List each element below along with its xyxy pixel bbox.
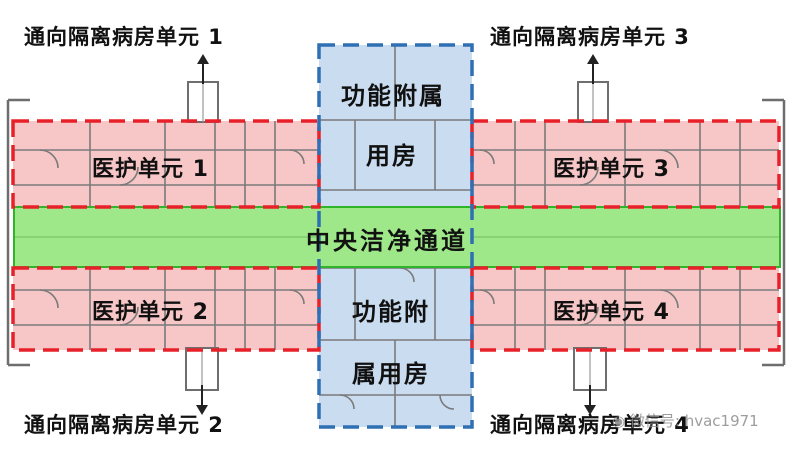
arrow-head-ward-4 (584, 405, 596, 415)
wechat-icon: ◉ (612, 412, 626, 430)
label-care-unit-2: 医护单元 2 (92, 300, 209, 325)
care-zone-bottom-left (13, 268, 319, 350)
label-function-top-line1: 功能附属 (341, 82, 445, 110)
right-wing-walls (472, 121, 779, 350)
watermark-text: 微信号: hvac1971 (629, 412, 759, 430)
label-care-unit-4: 医护单元 4 (553, 300, 670, 325)
watermark: ◉ 微信号: hvac1971 (612, 410, 759, 431)
label-function-bottom-line2: 属用房 (352, 360, 430, 388)
label-function-bottom-line1: 功能附 (352, 298, 430, 326)
function-border (317, 43, 474, 429)
care-border-top-right (470, 119, 781, 209)
care-zone-top-left (13, 121, 319, 207)
arrow-head-ward-3 (587, 54, 599, 64)
arrow-head-ward-2 (196, 405, 208, 415)
care-border-bottom-right (470, 266, 781, 352)
label-function-top-line2: 用房 (366, 142, 418, 170)
label-central-corridor: 中央洁净通道 (306, 227, 468, 255)
label-to-ward-4: 通向隔离病房单元 4 (490, 413, 690, 437)
label-care-unit-1: 医护单元 1 (92, 157, 209, 182)
label-to-ward-1: 通向隔离病房单元 1 (24, 25, 224, 49)
label-care-unit-3: 医护单元 3 (553, 157, 670, 182)
label-to-ward-2: 通向隔离病房单元 2 (24, 413, 224, 437)
outer-walls (6, 98, 786, 367)
label-to-ward-3: 通向隔离病房单元 3 (490, 25, 690, 49)
arrow-head-ward-1 (197, 54, 209, 64)
left-wing-walls (13, 121, 320, 350)
